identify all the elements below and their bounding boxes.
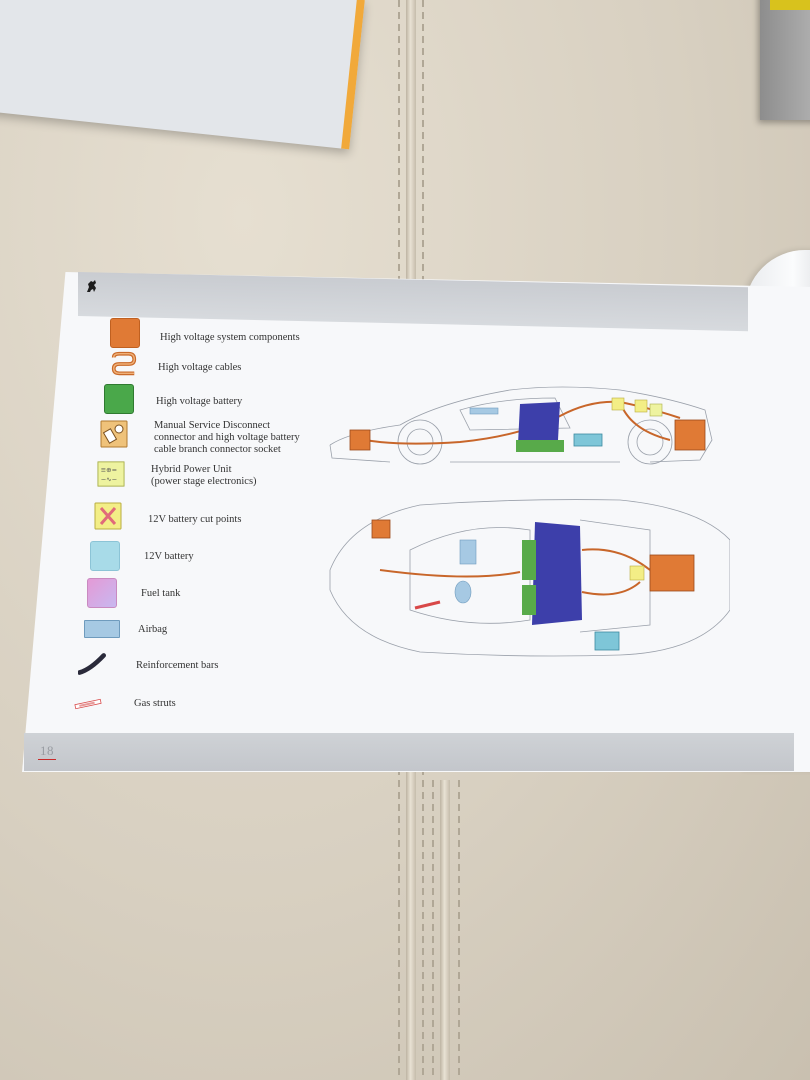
legend-label: Manual Service Disconnect connector and … (154, 420, 300, 455)
side-hv-battery-green (516, 440, 564, 452)
side-airbag (469, 407, 499, 415)
msd-connector-swatch (100, 420, 128, 448)
side-front-unit (349, 429, 371, 451)
side-rear-motor (674, 419, 706, 451)
reinforcement-bar-swatch (78, 653, 106, 675)
legend-label: Reinforcement bars (136, 660, 219, 671)
manual-page (22, 272, 810, 772)
gas-strut-swatch (74, 698, 102, 710)
legend-label: Fuel tank (141, 588, 181, 599)
page-number: 18 (38, 743, 56, 760)
top-hv-battery-green-right (522, 585, 536, 615)
legend-label: Gas struts (134, 698, 176, 709)
legend-label: Airbag (138, 624, 168, 635)
top-12v-battery (594, 631, 620, 651)
legend-label: 12V battery cut points (148, 514, 242, 525)
top-rear-motor (649, 554, 695, 592)
legend-label: High voltage system components (160, 332, 300, 343)
svg-text:≡⊕=: ≡⊕= (101, 466, 117, 474)
page-footer-band (24, 733, 794, 771)
legend-label: High voltage cables (158, 362, 242, 373)
hybrid-power-unit-swatch: ≡⊕= ~∿~ (97, 461, 125, 487)
legend-label: 12V battery (144, 551, 194, 562)
legend-label: Hybrid Power Unit (power stage electroni… (151, 464, 257, 487)
top-front-unit (371, 519, 391, 539)
top-hv-battery-blue (532, 522, 582, 625)
top-hv-cable (379, 548, 651, 596)
hv-battery-swatch (104, 384, 134, 414)
top-gas-strut (414, 600, 441, 610)
top-airbag-passenger (454, 580, 472, 604)
seat-seam-bottom (418, 780, 464, 1080)
horse-logo (84, 278, 100, 299)
cut-point-swatch (94, 502, 122, 530)
side-cut-point (634, 399, 648, 413)
hv-cable-swatch (111, 351, 137, 376)
fuel-tank-swatch (87, 578, 117, 608)
background-book-top-right (760, 0, 810, 120)
legend-label: High voltage battery (156, 396, 243, 407)
side-hybrid-power-unit (649, 403, 663, 417)
airbag-swatch (84, 620, 120, 638)
top-cut-point (629, 565, 645, 581)
12v-battery-swatch (90, 541, 120, 571)
svg-text:~∿~: ~∿~ (101, 475, 117, 483)
top-airbag-driver (459, 539, 477, 565)
hv-component-swatch (110, 318, 140, 348)
side-hv-battery-blue (518, 402, 560, 444)
car-layout-diagram (329, 386, 730, 657)
side-12v-battery (573, 433, 603, 447)
side-view-car (329, 386, 713, 465)
side-cut-point (611, 397, 625, 411)
top-hv-battery-green-left (522, 540, 536, 580)
